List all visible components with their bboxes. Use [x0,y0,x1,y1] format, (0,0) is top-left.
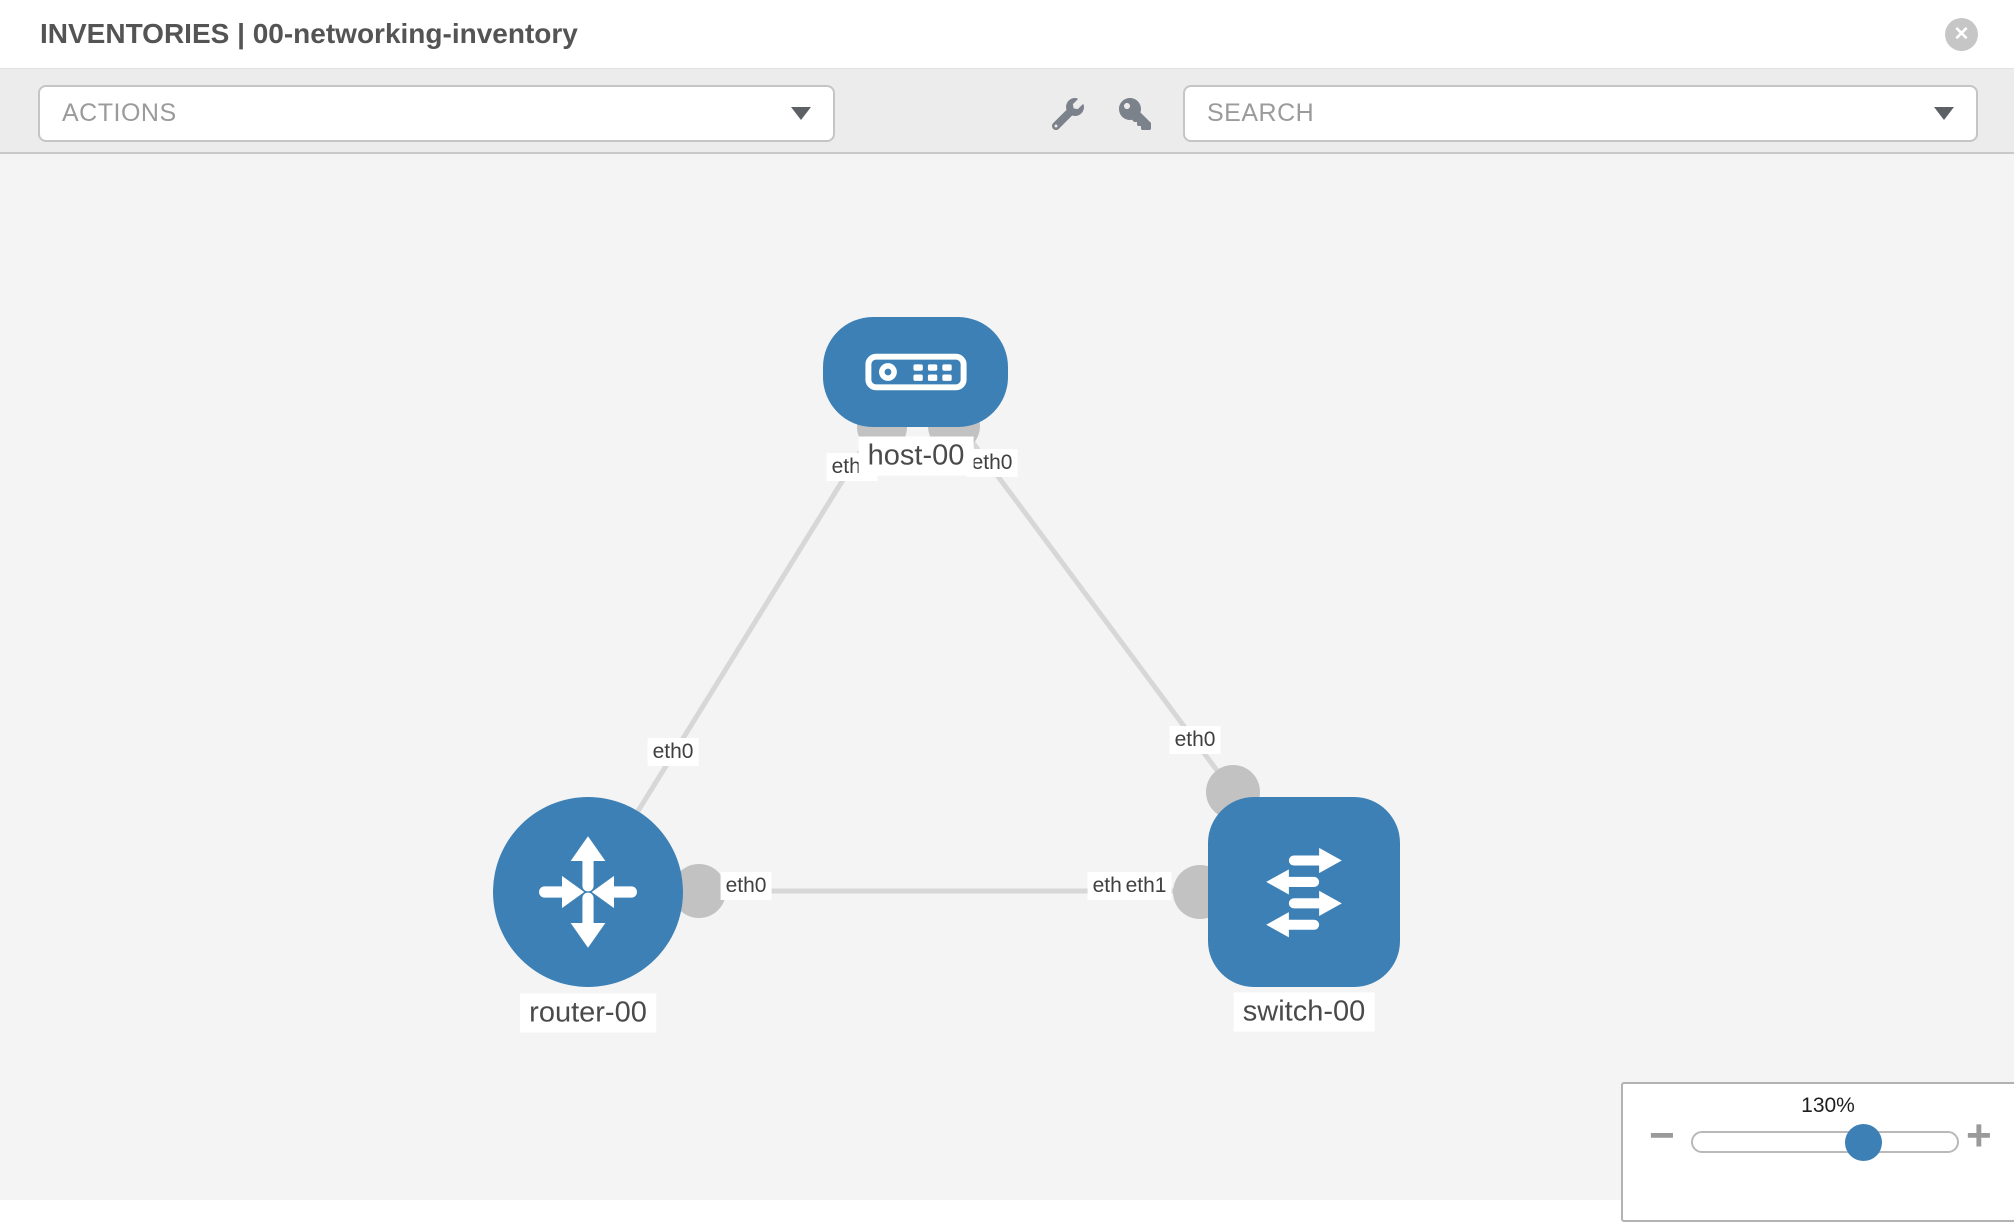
chevron-down-icon [791,107,811,120]
plus-icon: + [1966,1111,1992,1160]
minus-icon: − [1649,1111,1675,1160]
node-label-switch-00: switch-00 [1233,992,1375,1032]
node-label-router-00: router-00 [520,993,656,1033]
page-title: INVENTORIES | 00-networking-inventory [40,18,578,49]
key-icon [1119,98,1151,130]
node-switch-00[interactable] [1208,797,1400,987]
interface-label: eth1 [1120,872,1172,900]
interface-label: eth0 [966,449,1018,477]
node-router-00[interactable] [493,797,683,987]
topology-canvas[interactable] [0,154,2014,1200]
toolbar: ACTIONS SEARCH [0,69,2014,154]
zoom-level: 130% [1801,1094,1855,1117]
node-label-host-00: host-00 [858,436,974,476]
zoom-panel: 130% − + [1621,1082,2014,1222]
zoom-out-button[interactable]: − [1649,1114,1675,1158]
close-icon: ✕ [1953,24,1970,45]
credentials-button[interactable] [1117,96,1153,132]
chevron-down-icon [1934,107,1954,120]
zoom-in-button[interactable]: + [1966,1114,1992,1158]
search-dropdown[interactable]: SEARCH [1183,85,1978,142]
router-icon [539,836,637,948]
host-icon [864,353,967,391]
search-dropdown-label: SEARCH [1207,99,1315,127]
wrench-icon [1052,98,1084,130]
actions-dropdown-label: ACTIONS [62,99,177,127]
interface-label: eth0 [1169,726,1221,754]
zoom-slider-thumb[interactable] [1845,1124,1882,1161]
zoom-slider-track[interactable] [1691,1131,1959,1153]
actions-dropdown[interactable]: ACTIONS [38,85,835,142]
switch-icon [1266,847,1342,938]
close-button[interactable]: ✕ [1945,18,1978,51]
header-bar: INVENTORIES | 00-networking-inventory ✕ [0,0,2014,69]
interface-label: eth0 [647,738,699,766]
interface-label: eth0 [720,872,772,900]
tools-button[interactable] [1050,96,1086,132]
node-host-00[interactable] [823,317,1008,427]
